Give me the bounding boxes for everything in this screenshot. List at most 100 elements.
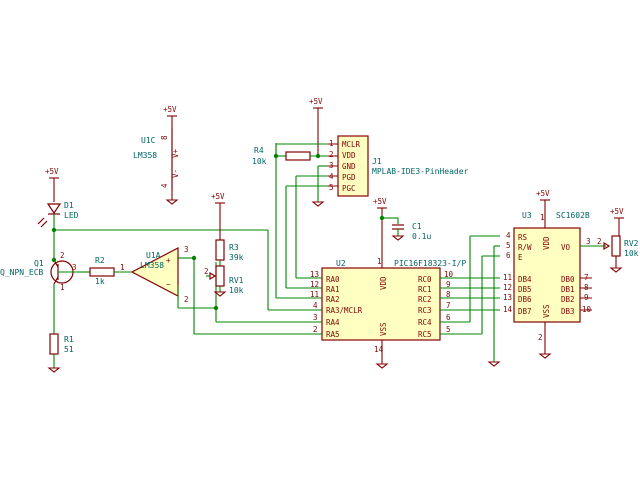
svg-text:2: 2 [329, 150, 334, 159]
svg-text:V-: V- [171, 169, 180, 178]
q1-value: Q_NPN_ECB [0, 268, 44, 277]
svg-text:10: 10 [444, 270, 454, 279]
svg-text:RA0: RA0 [326, 275, 340, 284]
gnd-symbol [165, 199, 179, 205]
svg-text:MCLR: MCLR [342, 140, 361, 149]
svg-text:2: 2 [597, 237, 602, 246]
svg-text:2: 2 [313, 325, 318, 334]
u3-ref: U3 [522, 211, 532, 220]
svg-text:4: 4 [313, 301, 318, 310]
svg-text:+5V: +5V [45, 167, 59, 176]
pot-rv1: 2 RV1 10k [204, 260, 244, 297]
svg-text:9: 9 [446, 280, 451, 289]
svg-text:8: 8 [160, 135, 169, 140]
c1-ref: C1 [412, 222, 422, 231]
svg-text:DB3: DB3 [561, 307, 575, 316]
mcu-u2: 1 VDD VSS 14 13 12 11 4 3 2 RA0 RA1 RA2 … [310, 257, 466, 369]
svg-text:1: 1 [540, 213, 545, 222]
opamp-wiring [51, 227, 322, 335]
d1-ref: D1 [64, 201, 74, 210]
svg-text:DB6: DB6 [518, 295, 532, 304]
svg-text:PGC: PGC [342, 184, 356, 193]
svg-text:E: E [518, 253, 523, 262]
svg-text:+5V: +5V [536, 189, 550, 198]
svg-text:RA5: RA5 [326, 330, 340, 339]
r3-value: 39k [229, 253, 244, 262]
u2-ref: U2 [336, 259, 346, 268]
svg-text:DB1: DB1 [561, 285, 575, 294]
svg-text:RC4: RC4 [418, 318, 432, 327]
r2-value: 1k [95, 277, 105, 286]
q1-ref: Q1 [34, 259, 44, 268]
r3-ref: R3 [229, 243, 239, 252]
svg-text:6: 6 [446, 313, 451, 322]
svg-text:13: 13 [310, 270, 319, 279]
svg-text:RC2: RC2 [418, 295, 432, 304]
svg-text:DB4: DB4 [518, 275, 532, 284]
r2-ref: R2 [95, 256, 105, 265]
c1-value: 0.1u [412, 232, 431, 241]
led-d1: +5V D1 LED [37, 167, 79, 260]
svg-text:RC5: RC5 [418, 330, 432, 339]
header-j1: +5V 1 2 3 4 5 MCLR VDD GND PGD PGC J1 MP… [309, 97, 469, 197]
svg-text:14: 14 [374, 345, 384, 354]
svg-text:12: 12 [503, 283, 512, 292]
svg-text:1: 1 [120, 263, 125, 272]
svg-text:DB7: DB7 [518, 307, 532, 316]
resistor-r2: R2 1k [78, 256, 132, 286]
pot-rv2: +5V 2 RV2 10k [580, 207, 639, 273]
svg-text:5: 5 [506, 241, 511, 250]
svg-text:1: 1 [377, 257, 382, 266]
svg-text:+5V: +5V [211, 192, 225, 201]
svg-text:RC1: RC1 [418, 285, 432, 294]
opamp-u1a: 1 3 2 + − U1A LM358 [120, 245, 189, 304]
svg-text:14: 14 [503, 305, 513, 314]
svg-text:RS: RS [518, 233, 528, 242]
svg-text:VDD: VDD [342, 151, 356, 160]
svg-text:6: 6 [506, 251, 511, 260]
u1a-value: LM358 [140, 261, 164, 270]
svg-text:−: − [166, 280, 171, 289]
svg-text:+5V: +5V [373, 197, 387, 206]
u1a-ref: U1A [146, 251, 161, 260]
svg-text:2: 2 [538, 333, 543, 342]
svg-text:5: 5 [329, 183, 334, 192]
power-label: +5V [163, 105, 177, 114]
svg-text:13: 13 [503, 293, 512, 302]
svg-text:3: 3 [184, 245, 189, 254]
u1c-ref: U1C [141, 136, 156, 145]
transistor-q1: 2 1 3 Q1 Q_NPN_ECB [0, 251, 90, 292]
rv1-value: 10k [229, 286, 244, 295]
svg-text:5: 5 [446, 325, 451, 334]
r1-value: 51 [64, 345, 74, 354]
rv2-ref: RV2 [624, 239, 639, 248]
u3-value: SC1602B [556, 211, 590, 220]
rv2-value: 10k [624, 249, 639, 258]
svg-text:4: 4 [506, 231, 511, 240]
u2-value: PIC16F18323-I/P [394, 259, 466, 268]
r4-ref: R4 [254, 146, 264, 155]
resistor-r3: +5V R3 39k [211, 192, 244, 262]
svg-text:GND: GND [342, 162, 356, 171]
bus-wiring [440, 235, 501, 367]
svg-text:11: 11 [503, 273, 512, 282]
svg-text:3: 3 [586, 237, 591, 246]
svg-text:VSS: VSS [379, 322, 388, 336]
j1-value: MPLAB-IDE3-PinHeader [372, 167, 469, 176]
svg-text:VO: VO [561, 243, 571, 252]
r4-value: 10k [252, 157, 267, 166]
svg-text:VDD: VDD [542, 236, 551, 250]
r1-ref: R1 [64, 335, 74, 344]
svg-text:VSS: VSS [542, 304, 551, 318]
capacitor-c1: +5V C1 0.1u [373, 197, 431, 268]
svg-text:+5V: +5V [610, 207, 624, 216]
svg-text:+5V: +5V [309, 97, 323, 106]
rv1-ref: RV1 [229, 276, 244, 285]
svg-text:4: 4 [160, 183, 169, 188]
u1c-power-unit: +5V 8 V+ V- 4 U1C LM358 [133, 105, 180, 205]
svg-text:RC3: RC3 [418, 306, 432, 315]
svg-text:DB2: DB2 [561, 295, 575, 304]
j1-wiring [273, 143, 328, 299]
svg-text:VDD: VDD [379, 276, 388, 290]
